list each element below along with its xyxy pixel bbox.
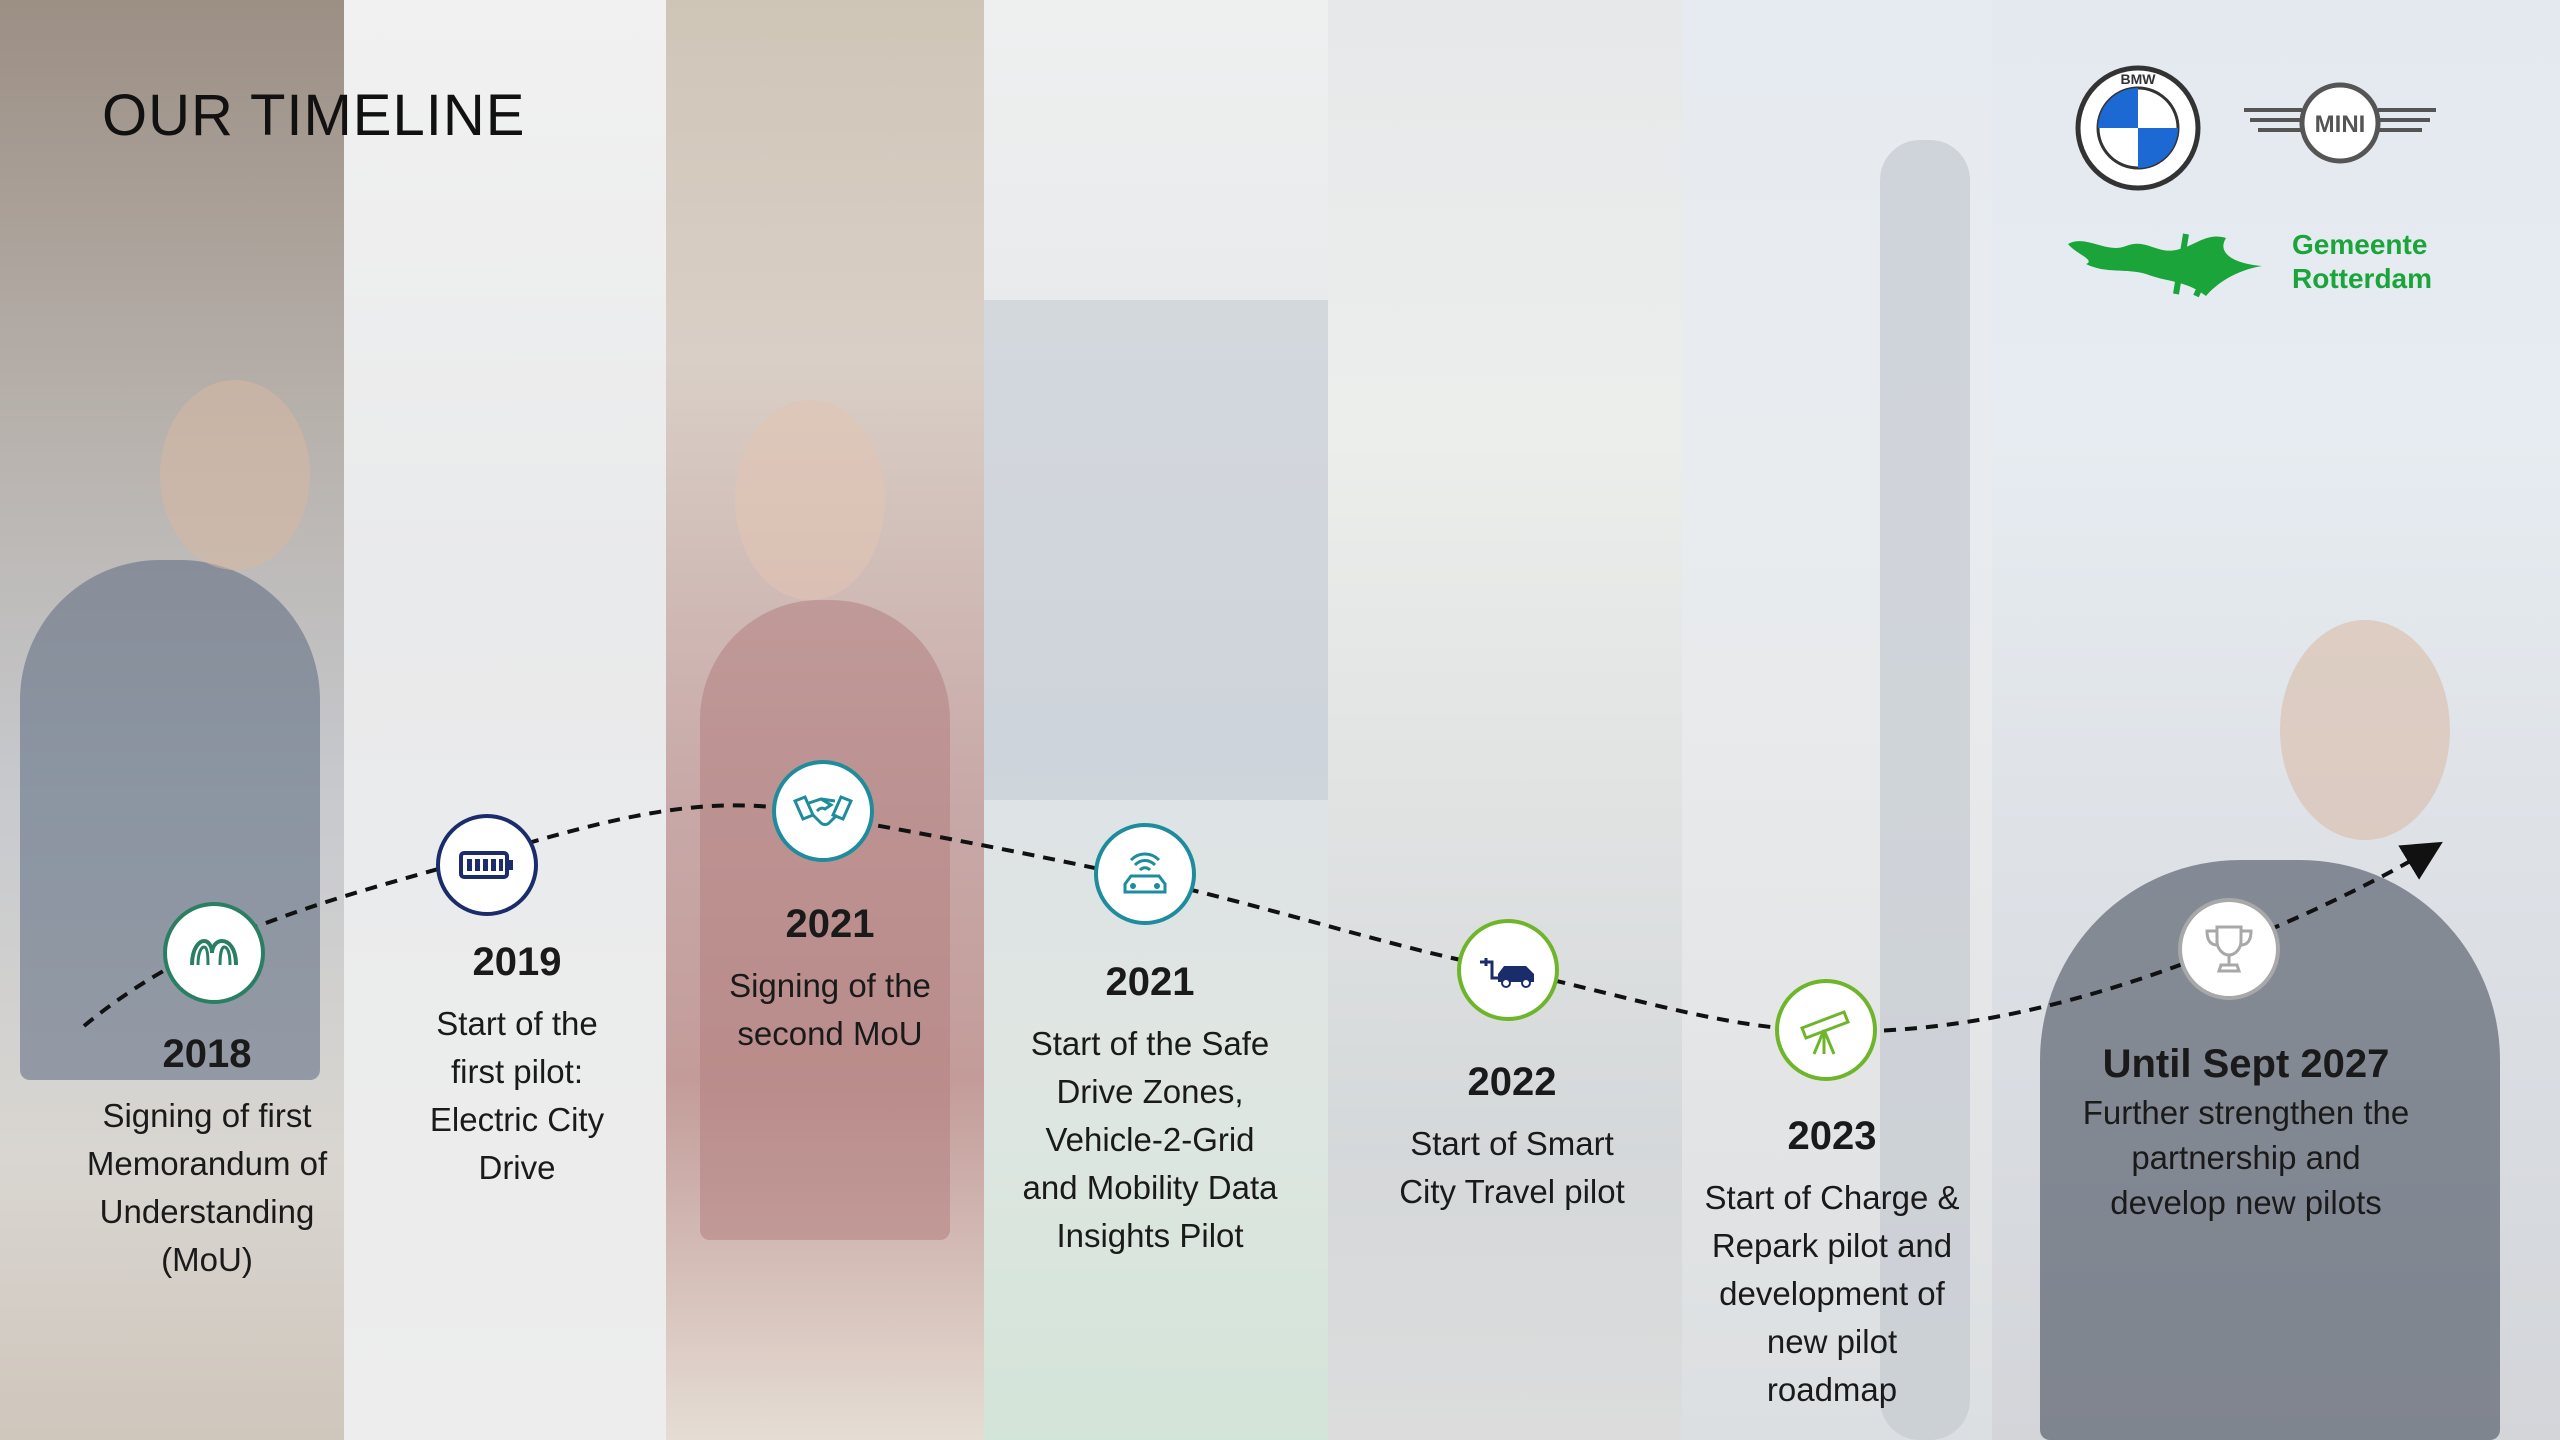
milestone-year: 2018 (162, 1032, 252, 1076)
photo-person-head (2280, 620, 2450, 840)
road-icon (163, 902, 265, 1004)
milestone-year: 2022 (1467, 1060, 1557, 1104)
photo-strip-edrive-screen (344, 0, 666, 1440)
photo-person-head (735, 400, 885, 600)
photo-car (984, 300, 1328, 800)
milestone-year: 2021 (785, 902, 875, 946)
photo-person-body (20, 560, 320, 1080)
milestone-2023: 2023 Start of Charge & Repark pilot and … (1682, 1112, 1982, 1414)
bmw-logo: BMW (2075, 65, 2201, 191)
milestone-description: Further strengthen the partnership and d… (2082, 1094, 2410, 1221)
milestone-2021-safe-drive: 2021 Start of the Safe Drive Zones, Vehi… (1000, 958, 1300, 1260)
photo-charging-pole (1880, 140, 1970, 1440)
milestone-year: 2023 (1787, 1114, 1877, 1158)
milestone-2021-mou: 2021 Signing of the second MoU (680, 900, 980, 1058)
milestone-year: 2019 (472, 940, 562, 984)
electric-car-icon (1457, 919, 1559, 1021)
milestone-year: Until Sept 2027 (2102, 1042, 2390, 1086)
milestone-description: Signing of the second MoU (729, 967, 931, 1052)
mini-logo: MINI (2244, 82, 2436, 164)
milestone-description: Start of Smart City Travel pilot (1399, 1125, 1625, 1210)
rotterdam-logo-text: Gemeente Rotterdam (2292, 229, 2433, 294)
mini-logo-text: MINI (2315, 111, 2366, 138)
milestone-description: Start of the first pilot: Electric City … (429, 1005, 605, 1186)
handshake-icon (772, 760, 874, 862)
telescope-icon (1775, 979, 1877, 1081)
milestone-description: Signing of first Memorandum of Understan… (86, 1097, 328, 1278)
photo-person-head (160, 380, 310, 570)
bmw-logo-text: BMW (2121, 71, 2157, 87)
photo-strip-car-interior (1328, 0, 1682, 1440)
milestone-2027: Until Sept 2027 Further strengthen the p… (2046, 1040, 2446, 1225)
milestone-description: Start of the Safe Drive Zones, Vehicle-2… (1022, 1025, 1278, 1254)
photo-person-body (700, 600, 950, 1240)
milestone-2018: 2018 Signing of first Memorandum of Unde… (57, 1030, 357, 1284)
rotterdam-lion-logo (2068, 233, 2262, 298)
battery-icon (436, 814, 538, 916)
milestone-description: Start of Charge & Repark pilot and devel… (1704, 1179, 1960, 1408)
milestone-year: 2021 (1105, 960, 1195, 1004)
page-title: OUR TIMELINE (102, 83, 526, 148)
milestone-2022: 2022 Start of Smart City Travel pilot (1362, 1058, 1662, 1216)
trophy-icon (2178, 898, 2280, 1000)
milestone-2019: 2019 Start of the first pilot: Electric … (367, 938, 667, 1192)
connected-car-icon (1094, 823, 1196, 925)
